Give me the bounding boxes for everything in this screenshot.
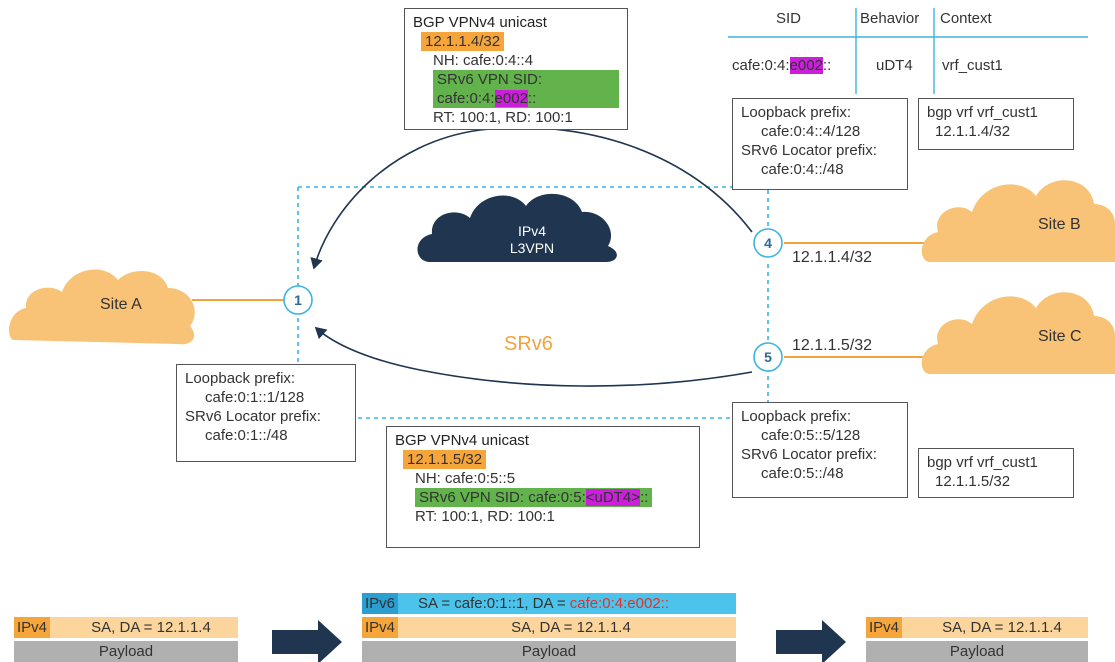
node-4-circle (753, 228, 783, 258)
site-a-cloud (9, 269, 195, 345)
sid-table-header-behavior: Behavior (860, 10, 920, 27)
node-1-label: 1 (294, 292, 302, 308)
packet-left-ipv4-header: IPv4 SA, DA = 12.1.1.4 (14, 617, 238, 638)
site-a-label: Site A (100, 296, 142, 313)
site-b-prefix: 12.1.1.4/32 (792, 249, 873, 266)
packet-right-ipv4-header: IPv4 SA, DA = 12.1.1.4 (866, 617, 1088, 638)
bgp-vpnv4-top-box: BGP VPNv4 unicast 12.1.1.4/32 NH: cafe:0… (404, 8, 628, 130)
node-5-vrf-box: bgp vrf vrf_cust1 12.1.1.5/32 (918, 448, 1074, 498)
sid-table-header-sid: SID (776, 10, 802, 27)
packet-arrow-2 (776, 620, 846, 662)
bgp-top-rt: RT: 100:1, RD: 100:1 (433, 109, 573, 126)
bgp-bottom-rt: RT: 100:1, RD: 100:1 (415, 508, 555, 525)
node-4-info-box: Loopback prefix: cafe:0:4::4/128 SRv6 Lo… (732, 98, 908, 190)
site-c-cloud (921, 292, 1115, 374)
packet-middle-ipv4-header: IPv4 SA, DA = 12.1.1.4 (362, 617, 736, 638)
route-arrow-5-to-1 (314, 326, 753, 387)
packet-middle-ipv6-header: IPv6 SA = cafe:0:1::1, DA = cafe:0:4:e00… (362, 593, 736, 614)
bgp-bottom-sid-function: <uDT4> (585, 489, 640, 506)
l3vpn-cloud (417, 193, 617, 262)
bgp-top-nh: NH: cafe:0:4::4 (433, 52, 534, 69)
bgp-top-prefix: 12.1.1.4/32 (421, 32, 505, 51)
bgp-top-title: BGP VPNv4 unicast (413, 14, 547, 31)
sid-table-context-value: vrf_cust1 (942, 57, 1003, 74)
node-4-vrf-box: bgp vrf vrf_cust1 12.1.1.4/32 (918, 98, 1074, 150)
packet-middle-da: cafe:0:4:e002:: (569, 595, 670, 612)
node-5-info-box: Loopback prefix: cafe:0:5::5/128 SRv6 Lo… (732, 402, 908, 498)
packet-right-payload: Payload (866, 641, 1088, 662)
sid-table-behavior-value: uDT4 (876, 57, 913, 74)
bgp-bottom-sid: SRv6 VPN SID: cafe:0:5:<uDT4>:: (415, 488, 653, 507)
bgp-bottom-title: BGP VPNv4 unicast (395, 432, 529, 449)
sid-table-sid-value: cafe:0:4:e002:: (732, 57, 832, 74)
site-c-label: Site C (1038, 328, 1082, 345)
l3vpn-label-2: L3VPN (510, 240, 554, 256)
srv6-domain-boundary (297, 186, 769, 419)
srv6-label: SRv6 (504, 333, 553, 355)
bgp-vpnv4-bottom-box: BGP VPNv4 unicast 12.1.1.5/32 NH: cafe:0… (386, 426, 700, 548)
node-5-label: 5 (764, 349, 772, 365)
packet-left-payload: Payload (14, 641, 238, 662)
sid-table-header-context: Context (940, 10, 992, 27)
site-b-label: Site B (1038, 216, 1081, 233)
bgp-bottom-nh: NH: cafe:0:5::5 (415, 470, 516, 487)
bgp-bottom-prefix: 12.1.1.5/32 (403, 450, 487, 469)
bgp-top-sid: SRv6 VPN SID: cafe:0:4:e002:: (433, 70, 619, 108)
node-1-info-box: Loopback prefix: cafe:0:1::1/128 SRv6 Lo… (176, 364, 356, 462)
node-4-label: 4 (764, 235, 772, 251)
packet-arrow-1 (272, 620, 342, 662)
site-b-cloud (921, 180, 1115, 262)
l3vpn-label-1: IPv4 (518, 223, 546, 239)
bgp-top-sid-function: e002 (494, 90, 528, 107)
packet-middle-payload: Payload (362, 641, 736, 662)
node-5-circle (753, 342, 783, 372)
node-1-circle (283, 285, 313, 315)
site-c-prefix: 12.1.1.5/32 (792, 337, 873, 354)
